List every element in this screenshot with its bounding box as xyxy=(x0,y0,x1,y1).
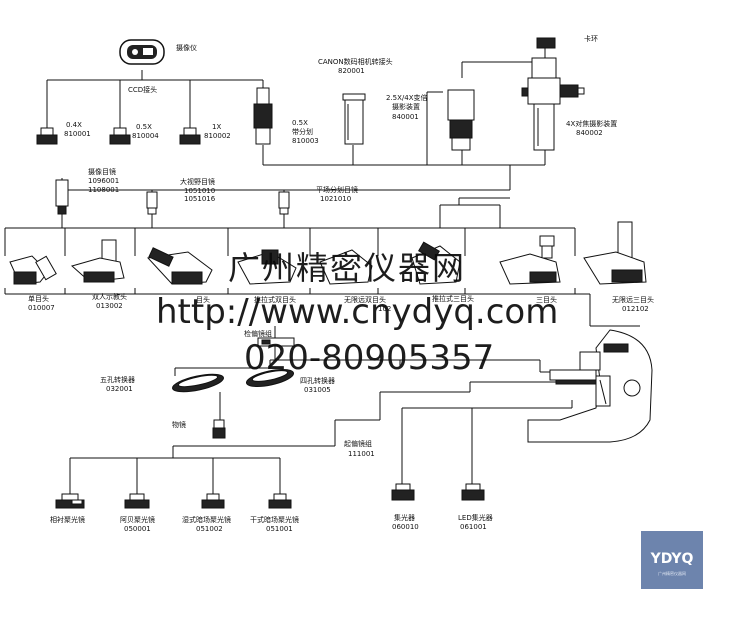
teaching-head-label: 双人示教头 xyxy=(92,293,127,301)
watermark-company: 广州精密仪器网 xyxy=(228,249,467,287)
mono-head-label: 单目头 xyxy=(28,295,49,303)
wide-eyepiece-label: 大视野目镜 xyxy=(180,178,215,186)
abbe-condenser-label: 阿贝聚光镜 xyxy=(120,516,155,524)
dry-darkfield-label: 干式暗场聚光镜 xyxy=(250,516,299,524)
wide-eyepiece-code-2: 1051016 xyxy=(184,195,216,203)
watermark-url: http://www.cnydyq.com xyxy=(156,292,559,332)
five-nosepiece-label: 五孔转换器 xyxy=(100,376,135,384)
reticle-eyepiece-code: 1021010 xyxy=(320,195,352,203)
ccd-05x-label: 0.5X xyxy=(136,123,152,131)
camera-label: 摄像仪 xyxy=(176,44,197,52)
ccd-adapter-05x-reticle-icon xyxy=(253,87,273,145)
trinocular-head-icon xyxy=(499,235,561,285)
hinge-binocular-label: 推拉式双目头 xyxy=(254,296,296,304)
dry-darkfield-code: 051001 xyxy=(266,525,293,533)
dry-darkfield-condenser-icon xyxy=(268,493,292,509)
zoom-adapter-code: 840001 xyxy=(392,113,419,121)
hinge-trinocular-label: 推拉式三目头 xyxy=(432,295,474,303)
infinity-binocular-label: 无限远双目头 xyxy=(344,296,386,304)
canon-adapter-code: 820001 xyxy=(338,67,365,75)
wide-eyepiece-code-1: 1051010 xyxy=(184,187,216,195)
canon-adapter-icon xyxy=(342,93,366,145)
infinity-binocular-code: 102 xyxy=(378,305,392,313)
focus-adapter-label: 4X对焦摄影装置 xyxy=(566,120,618,128)
infinity-trinocular-label: 无限远三目头 xyxy=(612,296,654,304)
objective-icon xyxy=(212,419,226,439)
binocular-head-icon xyxy=(146,247,213,285)
trinocular-label: 三目头 xyxy=(536,296,557,304)
wet-darkfield-condenser-icon xyxy=(201,493,225,509)
camera-eyepiece-code-1: 1096001 xyxy=(88,177,120,185)
ccd-04x-label: 0.4X xyxy=(66,121,82,129)
wide-field-eyepiece-icon xyxy=(146,191,158,215)
infinity-trinocular-head-icon xyxy=(583,221,647,285)
analyzer-icon xyxy=(257,337,295,347)
ccd-adapter-1x-icon xyxy=(179,127,201,145)
led-collector-icon xyxy=(461,483,485,501)
focus-adapter-icon xyxy=(521,57,585,151)
collector-label: 集光器 xyxy=(394,514,415,522)
ccd-1x-code: 810002 xyxy=(204,132,231,140)
logo-subtext: 广州精密仪器网 xyxy=(658,571,686,576)
teaching-head-icon xyxy=(70,239,125,283)
four-nosepiece-code: 031005 xyxy=(304,386,331,394)
four-nosepiece-label: 四孔转换器 xyxy=(300,377,335,385)
camera-eyepiece-code-2: 1108001 xyxy=(88,186,120,194)
infinity-binocular-head-icon xyxy=(319,249,373,285)
abbe-condenser-icon xyxy=(124,493,150,509)
ccd-05x-reticle-label: 0.5X xyxy=(292,119,308,127)
reticle-eyepiece-icon xyxy=(278,191,290,215)
ccd-adapter-label: CCD接头 xyxy=(128,86,158,94)
canon-adapter-label: CANON数码相机转接头 xyxy=(318,58,393,66)
infinity-trinocular-code: 012102 xyxy=(622,305,649,313)
collector-code: 060010 xyxy=(392,523,419,531)
focus-adapter-code: 840002 xyxy=(576,129,603,137)
zoom-adapter-icon xyxy=(447,89,475,151)
ccd-05x-reticle-code: 810003 xyxy=(292,137,319,145)
wet-darkfield-label: 湿式暗场聚光镜 xyxy=(182,516,231,524)
four-hole-nosepiece-icon xyxy=(245,369,295,387)
five-nosepiece-code: 032001 xyxy=(106,385,133,393)
ccd-adapter-05x-icon xyxy=(109,127,131,145)
analyzer-label: 检偏镜组 xyxy=(244,330,272,338)
card-ring-icon xyxy=(536,37,556,49)
binocular-head-label: 目头 xyxy=(196,296,210,304)
reticle-eyepiece-label: 平场分划目镜 xyxy=(316,186,358,194)
phase-condenser-label: 相衬聚光镜 xyxy=(50,516,85,524)
mono-head-code: 010007 xyxy=(28,304,55,312)
ccd-adapter-04x-icon xyxy=(36,127,58,145)
watermark-phone: 020-80905357 xyxy=(244,338,495,378)
teaching-head-code: 013002 xyxy=(96,302,123,310)
objective-label: 物镜 xyxy=(172,421,186,429)
camera-eyepiece-label: 摄像目镜 xyxy=(88,168,116,176)
led-collector-code: 061001 xyxy=(460,523,487,531)
ccd-camera-icon xyxy=(119,39,165,65)
hinge-binocular-head-icon xyxy=(237,249,297,285)
abbe-condenser-code: 050001 xyxy=(124,525,151,533)
hinge-trinocular-head-icon xyxy=(411,241,461,285)
card-ring-label: 卡环 xyxy=(584,35,598,43)
polarizer-label: 起偏镜组 xyxy=(344,440,372,448)
monocular-head-icon xyxy=(9,255,57,285)
connector-lines xyxy=(4,48,640,494)
ccd-04x-code: 810001 xyxy=(64,130,91,138)
logo-text: YDYQ xyxy=(650,551,694,567)
phase-condenser-icon xyxy=(55,493,85,509)
wet-darkfield-code: 051002 xyxy=(196,525,223,533)
camera-eyepiece-icon xyxy=(55,179,69,215)
collector-icon xyxy=(391,483,415,501)
zoom-adapter-label-2: 摄影装置 xyxy=(392,103,420,111)
polarizer-code: 111001 xyxy=(348,450,375,458)
microscope-stand-icon xyxy=(527,329,653,443)
zoom-adapter-label: 2.5X/4X变倍 xyxy=(386,94,428,102)
five-hole-nosepiece-icon xyxy=(172,373,224,393)
ccd-05x-reticle-label-2: 带分划 xyxy=(292,128,313,136)
ccd-05x-code: 810004 xyxy=(132,132,159,140)
led-collector-label: LED集光器 xyxy=(458,514,493,522)
ydyq-logo: YDYQ 广州精密仪器网 xyxy=(641,531,703,589)
ccd-1x-label: 1X xyxy=(212,123,222,131)
